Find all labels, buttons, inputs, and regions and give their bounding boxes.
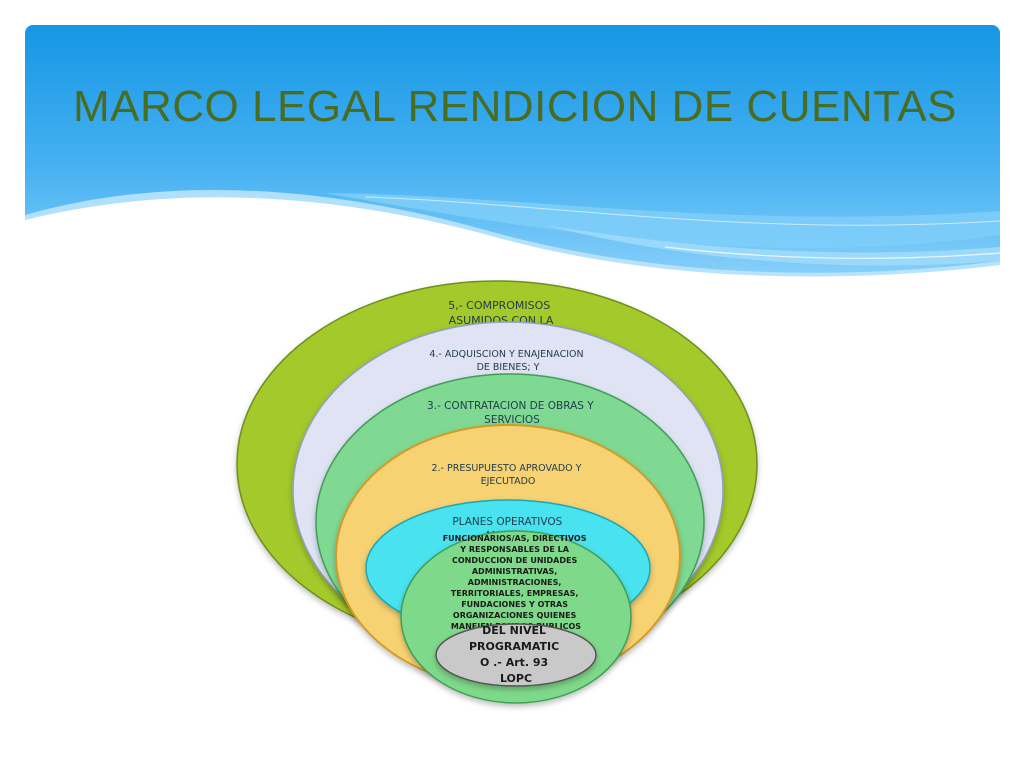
core-label: DEL NIVEL PROGRAMATIC O .- Art. 93 LOPC (469, 624, 563, 685)
ring-contratacion-label: 3.- CONTRATACION DE OBRAS Y SERVICIOS (427, 400, 597, 426)
ring-presupuesto-label: 2.- PRESUPUESTO APROVADO Y EJECUTADO (431, 463, 584, 487)
slide-title: MARCO LEGAL RENDICION DE CUENTAS (73, 82, 957, 131)
core-shape (435, 623, 597, 687)
header-banner (25, 25, 1000, 290)
header-wave-graphic (25, 25, 1000, 290)
core-nivel-programatico: DEL NIVEL PROGRAMATIC O .- Art. 93 LOPC (435, 623, 597, 687)
ring-adquisicion-label: 4.- ADQUISCION Y ENAJENACION DE BIENES; … (429, 349, 586, 373)
